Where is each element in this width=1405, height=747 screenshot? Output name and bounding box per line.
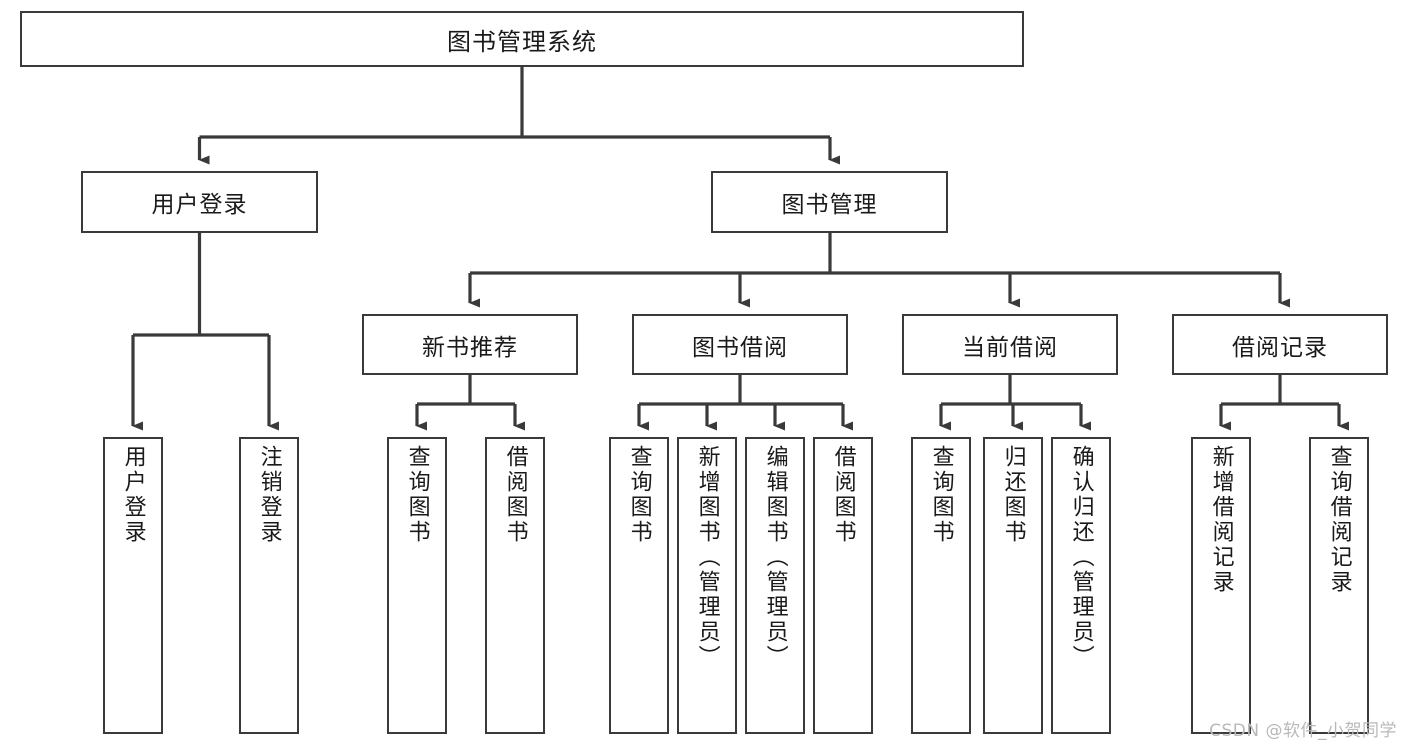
- leaf-borrow-lend-book[interactable]: 借阅图书: [813, 437, 873, 734]
- node-label: 查询图书: [928, 445, 954, 545]
- node-book-borrow[interactable]: 图书借阅: [632, 314, 848, 375]
- node-label: 新增图书（管理员）: [694, 445, 720, 670]
- node-user-login[interactable]: 用户登录: [81, 171, 318, 233]
- node-label: 当前借阅: [962, 334, 1058, 361]
- node-label: 借阅图书: [830, 445, 856, 545]
- leaf-borrow-edit-book-admin[interactable]: 编辑图书（管理员）: [745, 437, 805, 734]
- node-label: 归还图书: [1000, 445, 1026, 545]
- leaf-user-logout[interactable]: 注销登录: [239, 437, 299, 734]
- leaf-current-confirm-return-admin[interactable]: 确认归还（管理员）: [1051, 437, 1111, 734]
- node-root-system[interactable]: 图书管理系统: [20, 11, 1024, 67]
- node-label: 注销登录: [256, 445, 282, 545]
- node-book-management[interactable]: 图书管理: [711, 171, 948, 233]
- node-label: 借阅记录: [1232, 334, 1328, 361]
- leaf-borrow-add-book-admin[interactable]: 新增图书（管理员）: [677, 437, 737, 734]
- node-current-borrow[interactable]: 当前借阅: [902, 314, 1118, 375]
- leaf-recommend-query-book[interactable]: 查询图书: [387, 437, 447, 734]
- leaf-borrow-query-book[interactable]: 查询图书: [609, 437, 669, 734]
- node-label: 新增借阅记录: [1208, 445, 1234, 595]
- node-label: 确认归还（管理员）: [1068, 445, 1094, 670]
- node-label: 用户登录: [120, 445, 146, 545]
- node-label: 查询图书: [626, 445, 652, 545]
- node-label: 图书管理: [781, 192, 878, 218]
- node-label: 用户登录: [151, 192, 248, 218]
- node-label: 图书借阅: [692, 334, 788, 361]
- node-label: 编辑图书（管理员）: [762, 445, 788, 670]
- node-new-book-recommend[interactable]: 新书推荐: [362, 314, 578, 375]
- leaf-recommend-borrow-book[interactable]: 借阅图书: [485, 437, 545, 734]
- node-label: 图书管理系统: [447, 27, 597, 56]
- node-label: 新书推荐: [422, 334, 518, 361]
- node-label: 查询借阅记录: [1326, 445, 1352, 595]
- leaf-record-add-borrow-record[interactable]: 新增借阅记录: [1191, 437, 1251, 734]
- node-label: 借阅图书: [502, 445, 528, 545]
- leaf-current-return-book[interactable]: 归还图书: [983, 437, 1043, 734]
- leaf-record-query-borrow-record[interactable]: 查询借阅记录: [1309, 437, 1369, 734]
- node-label: 查询图书: [404, 445, 430, 545]
- csdn-watermark: CSDN @软件_小贺同学: [1209, 721, 1397, 741]
- leaf-current-query-book[interactable]: 查询图书: [911, 437, 971, 734]
- node-borrow-record[interactable]: 借阅记录: [1172, 314, 1388, 375]
- leaf-user-login[interactable]: 用户登录: [103, 437, 163, 734]
